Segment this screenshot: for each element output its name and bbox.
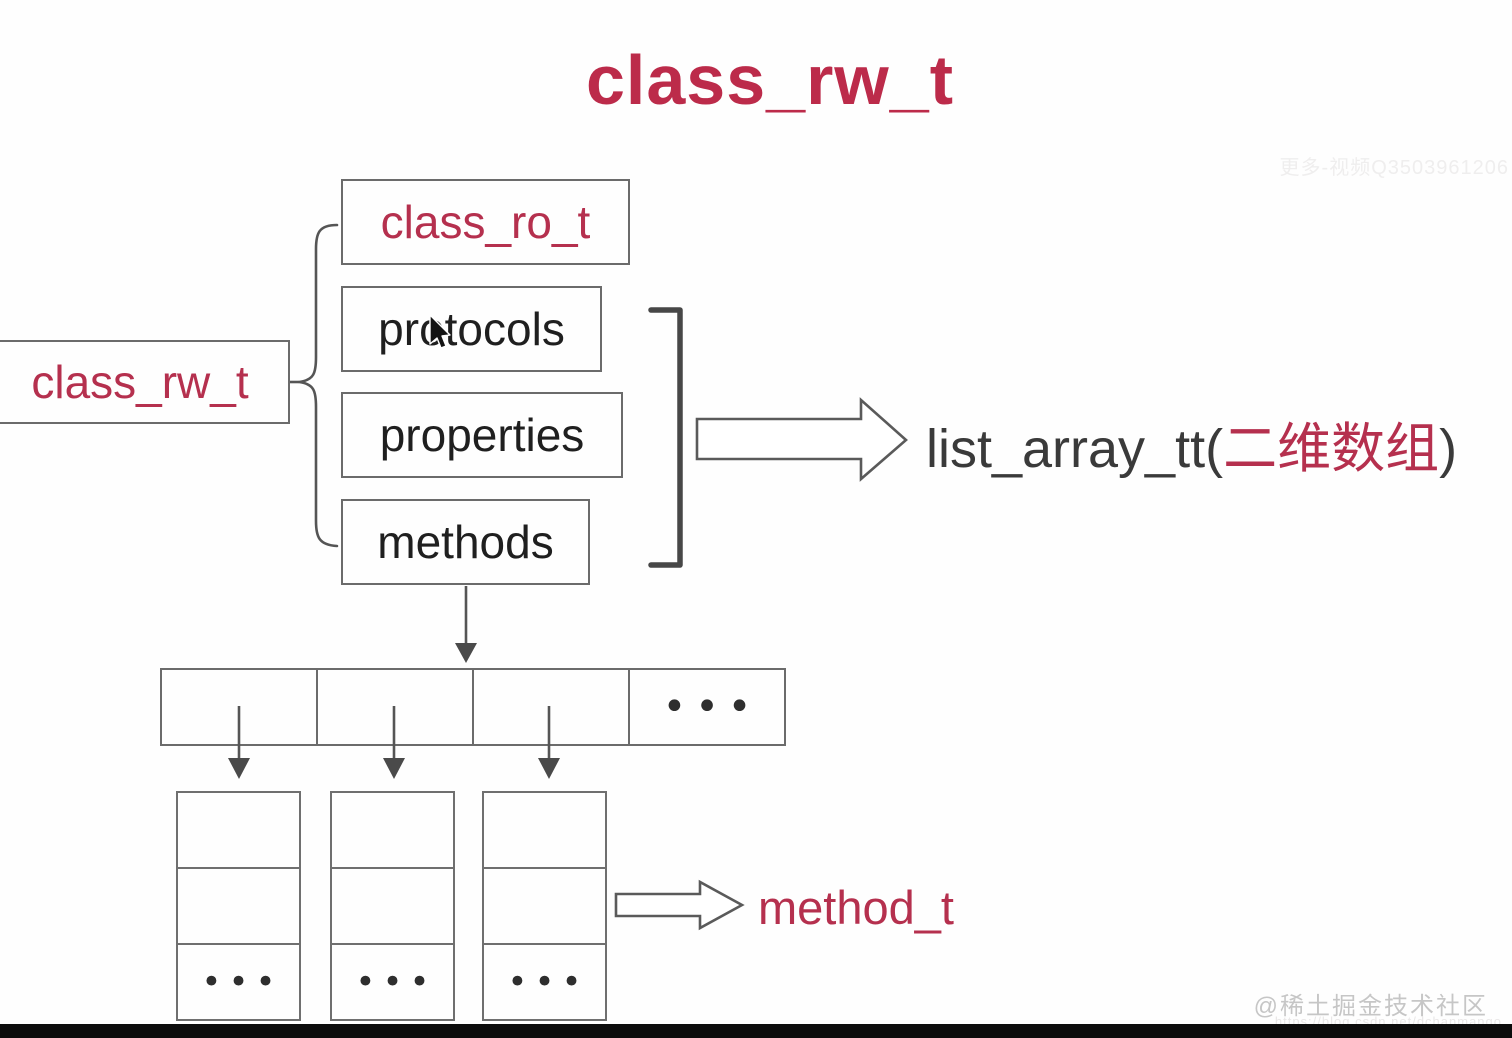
arrow-to-method-t [614, 879, 745, 931]
method-t-label: method_t [758, 881, 954, 934]
cell-down-arrow-head-3 [538, 758, 560, 779]
list-array-suffix: ) [1439, 419, 1458, 479]
cell-down-arrow-head-2 [383, 758, 405, 779]
ellipsis-dots: ••• [507, 962, 589, 1002]
array-cell-ellipsis: ••• [628, 670, 784, 744]
method-list-box-2: ••• [330, 791, 455, 1021]
properties-box: properties [341, 392, 623, 478]
class-rw-t-box: class_rw_t [0, 340, 290, 424]
method-list-box-1: ••• [176, 791, 301, 1021]
list-array-cn: 二维数组 [1223, 419, 1440, 479]
array-cell-2 [316, 670, 472, 744]
list-array-prefix: list_array_tt( [926, 419, 1224, 479]
class-rw-t-label: class_rw_t [31, 356, 249, 408]
properties-label: properties [379, 409, 585, 461]
cell-down-arrow-head-1 [228, 758, 250, 779]
methods-label: methods [377, 516, 554, 568]
array-cell-1 [162, 670, 316, 744]
methods-box: methods [341, 499, 590, 585]
method-cell [178, 867, 299, 943]
page-title: class_rw_t [585, 41, 955, 119]
method-list-box-3: ••• [482, 791, 607, 1021]
ellipsis-dots: ••• [662, 684, 761, 730]
class-ro-t-label: class_ro_t [380, 196, 591, 248]
arrow-to-list-array [695, 397, 908, 482]
method-cell [332, 867, 453, 943]
method-cell-ellipsis: ••• [484, 943, 605, 1019]
array-cell-3 [472, 670, 628, 744]
brace-connector [298, 223, 339, 548]
ellipsis-dots: ••• [355, 962, 437, 1002]
class-ro-t-box: class_ro_t [341, 179, 630, 265]
watermark-top-right: 更多-视频Q3503961206 [1279, 157, 1509, 179]
group-bracket [648, 307, 683, 568]
pointer-array: ••• [160, 668, 786, 746]
ellipsis-dots: ••• [201, 962, 283, 1002]
methods-down-arrow-head [455, 643, 477, 663]
protocols-label: protocols [378, 303, 565, 355]
protocols-box: protocols [341, 286, 602, 372]
watermark-community: @稀土掘金技术社区 [1253, 993, 1488, 1020]
method-cell [178, 793, 299, 867]
method-cell-ellipsis: ••• [178, 943, 299, 1019]
method-cell [484, 793, 605, 867]
list-array-label: list_array_tt(二维数组) [926, 404, 1457, 483]
method-cell [484, 867, 605, 943]
method-cell [332, 793, 453, 867]
method-cell-ellipsis: ••• [332, 943, 453, 1019]
bottom-bar [0, 1024, 1512, 1038]
